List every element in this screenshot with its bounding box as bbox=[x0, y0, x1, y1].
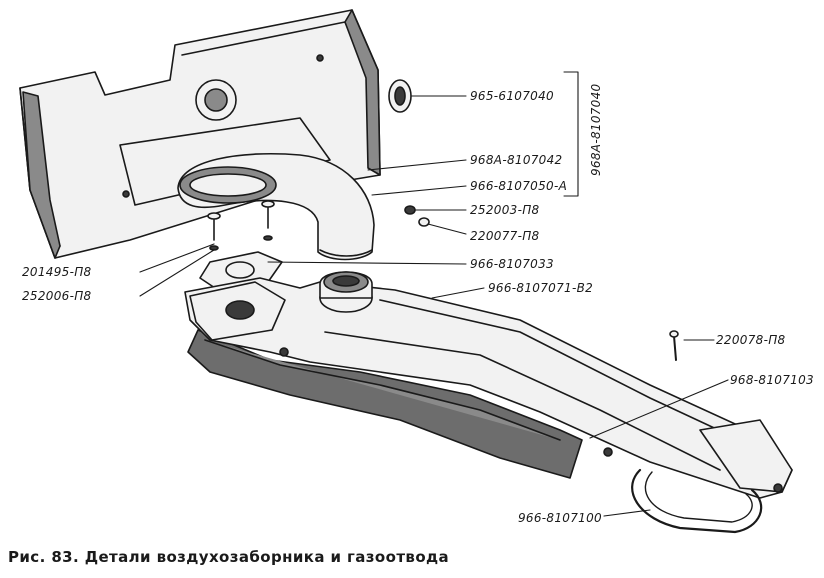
studs-upper bbox=[207, 200, 275, 251]
label-968-8107103: 968-8107103 bbox=[730, 373, 814, 387]
label-966-8107100: 966-8107100 bbox=[518, 511, 602, 525]
air-intake-housing bbox=[19, 9, 381, 259]
part-labels: 965-6107040 968А-8107042 966-8107050-А 2… bbox=[22, 83, 814, 525]
exhaust-pipe-assembly bbox=[184, 271, 793, 534]
label-966-8107071-B2: 966-8107071-В2 bbox=[488, 281, 593, 295]
label-220077-P8: 220077-П8 bbox=[470, 229, 540, 243]
label-252003-P8: 252003-П8 bbox=[470, 203, 540, 217]
label-201495-P8: 201495-П8 bbox=[22, 265, 92, 279]
label-220078-P8: 220078-П8 bbox=[716, 333, 786, 347]
label-965-6107040: 965-6107040 bbox=[470, 89, 554, 103]
figure-caption: Рис. 83. Детали воздухозаборника и газоо… bbox=[8, 548, 450, 566]
leader-lines bbox=[139, 71, 729, 517]
air-duct-elbow bbox=[177, 152, 375, 261]
label-968A-8107040-group: 968А-8107040 bbox=[589, 83, 603, 176]
label-968A-8107042: 968А-8107042 bbox=[470, 153, 563, 167]
label-966-8107033: 966-8107033 bbox=[470, 257, 554, 271]
label-252006-P8: 252006-П8 bbox=[22, 289, 92, 303]
bolt-right bbox=[669, 330, 679, 361]
nut-washer bbox=[404, 205, 430, 227]
oval-gasket bbox=[388, 79, 412, 113]
label-966-8107050-A: 966-8107050-А bbox=[470, 179, 567, 193]
